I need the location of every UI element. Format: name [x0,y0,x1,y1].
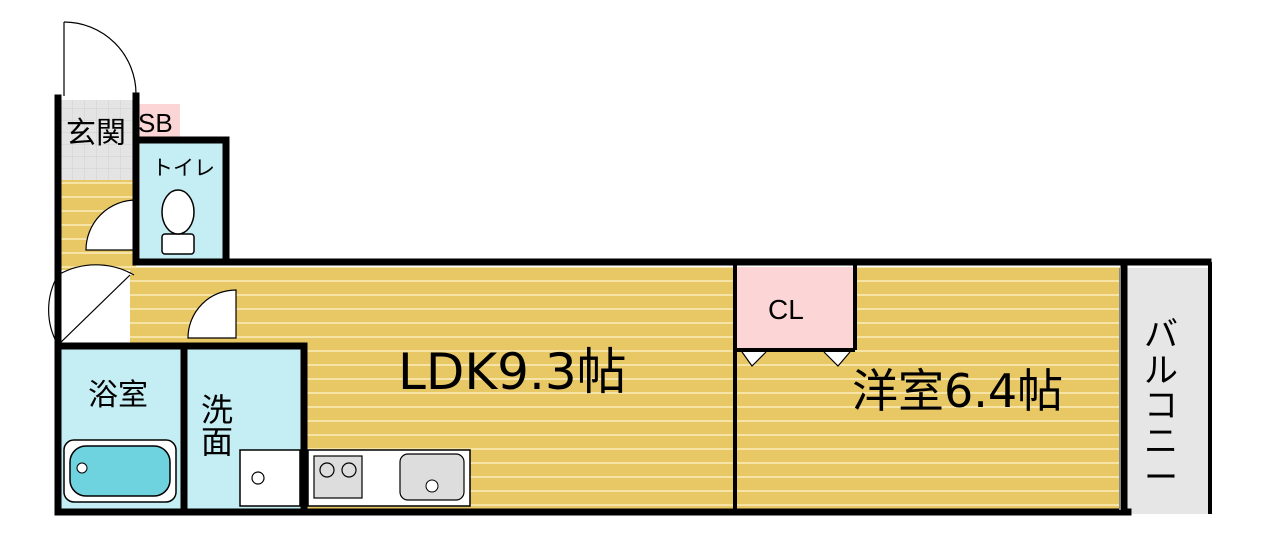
shoe-box-area [136,104,180,140]
walls [54,92,1212,516]
closet-label: CL [768,294,804,325]
kitchen-counter [307,449,471,507]
entrance-door-swing [63,21,137,95]
sink [399,453,465,501]
hall-door-swing [57,264,135,276]
closet-door-left [741,351,767,367]
closet-floor [735,267,855,350]
bathtub [63,439,177,503]
shoe-box-label: SB [138,108,173,138]
entrance-tile [58,100,136,180]
closet-door-right [823,351,851,367]
bathroom-label: 浴室 [88,378,148,413]
toilet-door-swing [85,199,137,251]
balcony-label: バルコニー [1144,315,1178,498]
washing-machine-pan [239,449,301,507]
entrance-label: 玄関 [66,116,126,151]
balcony-floor [1124,268,1212,514]
stove [313,455,363,499]
washroom-door-swing [187,289,237,339]
toilet-bowl [161,189,195,255]
washroom-label: 洗面 [200,391,233,461]
toilet-label: トイレ [152,156,215,180]
ldk-label: LDK9.3帖 [398,343,627,401]
western-room-label: 洋室6.4帖 [852,364,1064,418]
